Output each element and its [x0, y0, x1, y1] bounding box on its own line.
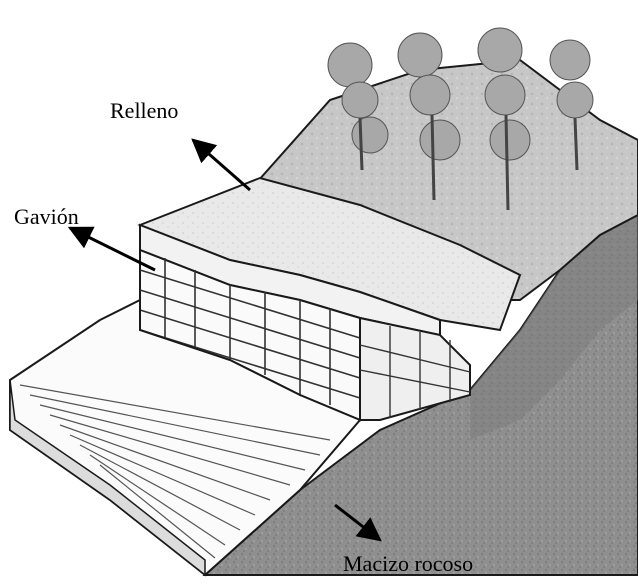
tree-icon [342, 82, 378, 118]
tree-icon [420, 120, 460, 160]
arrow-icon [193, 140, 250, 190]
tree-icon [398, 33, 442, 77]
tree-icon [485, 75, 525, 115]
tree-icon [490, 120, 530, 160]
tree-icon [478, 28, 522, 72]
label-macizo-rocoso: Macizo rocoso [343, 551, 473, 577]
tree-icon [352, 117, 388, 153]
tree-icon [410, 75, 450, 115]
label-gavion: Gavión [14, 204, 79, 230]
tree-icon [328, 43, 372, 87]
tree-icon [557, 82, 593, 118]
label-relleno: Relleno [110, 98, 178, 124]
tree-icon [550, 40, 590, 80]
